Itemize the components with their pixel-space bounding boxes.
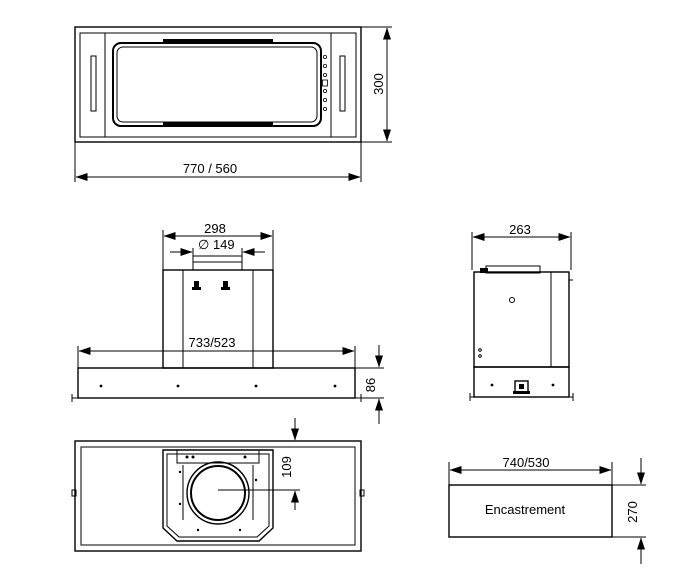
fan-opening xyxy=(190,465,246,521)
outlet-collar xyxy=(192,255,243,271)
plate-details xyxy=(178,455,258,532)
bottom-offset-label: 109 xyxy=(279,456,294,478)
side-view: 263 xyxy=(469,222,574,401)
bottom-view: 109 xyxy=(71,418,365,552)
top-width-label: 770 / 560 xyxy=(183,161,237,176)
right-slot xyxy=(339,55,346,112)
front-width-label: 733/523 xyxy=(189,335,236,350)
duct-diameter-label: 149 xyxy=(213,237,235,252)
motor-bracket xyxy=(176,449,260,464)
cutout-label: Encastrement xyxy=(485,502,566,517)
cutout-height-label: 270 xyxy=(625,501,640,523)
top-view-inner-outline xyxy=(79,32,357,138)
cutout-view: 740/530 Encastrement 270 xyxy=(448,455,646,564)
front-body xyxy=(77,367,356,399)
bottom-view-outline xyxy=(74,440,362,552)
cutout-rectangle xyxy=(448,484,613,538)
top-view-panel-inner xyxy=(116,46,318,123)
control-buttons xyxy=(322,55,328,112)
top-view-panel xyxy=(112,42,322,127)
mounting-clips xyxy=(192,281,230,290)
bottom-view-inner xyxy=(80,446,356,546)
side-width-label: 263 xyxy=(509,222,531,237)
top-view-outline xyxy=(74,26,362,143)
front-view: 298 ∅ 149 733/523 xyxy=(71,221,384,424)
cutout-width-label: 740/530 xyxy=(503,455,550,470)
side-housing xyxy=(473,271,570,368)
motor-housing xyxy=(162,269,274,369)
fan-ring xyxy=(186,461,250,525)
diameter-symbol: ∅ xyxy=(198,237,209,252)
top-light-strip xyxy=(163,39,273,44)
side-connector xyxy=(513,380,530,394)
front-height-label: 86 xyxy=(363,378,378,392)
left-slot xyxy=(90,55,97,112)
top-view: 300 770 / 560 xyxy=(74,26,392,182)
duct-width-label: 298 xyxy=(204,221,226,236)
bottom-light-strip xyxy=(163,122,273,127)
side-screw xyxy=(509,297,515,303)
front-screws xyxy=(99,384,337,388)
motor-plate xyxy=(162,449,274,542)
svg-text:∅ 149: ∅ 149 xyxy=(198,237,235,252)
top-height-label: 300 xyxy=(371,73,386,95)
